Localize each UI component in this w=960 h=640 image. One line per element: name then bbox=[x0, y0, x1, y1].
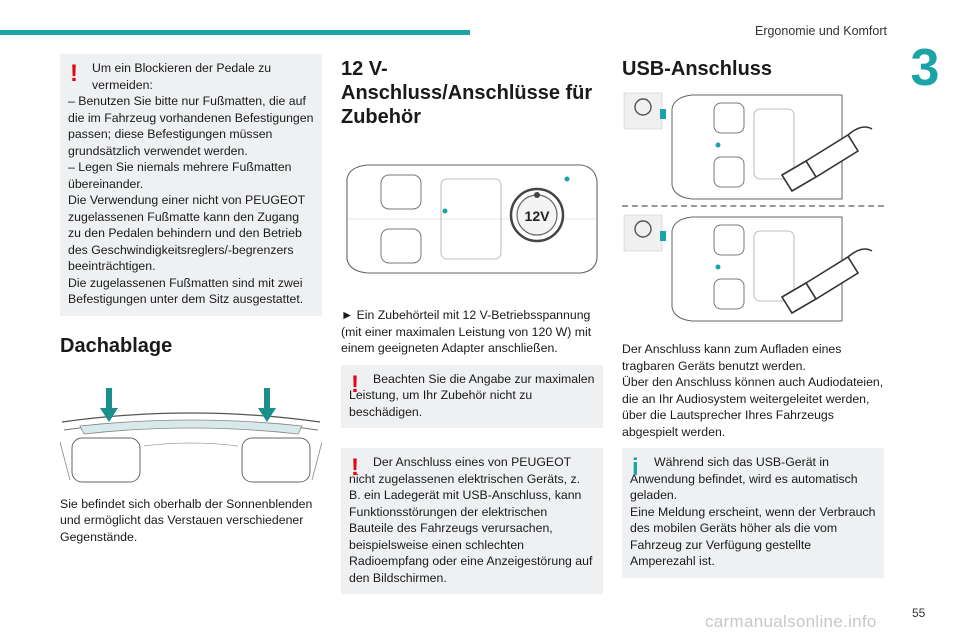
column-right: USB-Anschluss bbox=[622, 54, 884, 578]
usb-illustration-top bbox=[622, 89, 884, 201]
warning-text: Beachten Sie die Angabe zur maximalen Le… bbox=[349, 371, 595, 419]
page-number: 55 bbox=[912, 606, 926, 620]
column-middle: 12 V-Anschluss/Anschlüsse für Zubehör 12… bbox=[341, 54, 603, 594]
chapter-number: 3 bbox=[910, 39, 940, 97]
warning-icon: ! bbox=[351, 370, 359, 398]
usb-audio-text: Über den Anschluss können auch Audiodate… bbox=[622, 375, 884, 439]
warning-box-max-power: ! Beachten Sie die Angabe zur maximalen … bbox=[341, 364, 603, 428]
warning-line: vermeiden: bbox=[92, 77, 153, 92]
warning-line: – Legen Sie niemals mehrere Fußmatten üb… bbox=[68, 160, 292, 191]
usb-charge-text: Der Anschluss kann zum Aufladen eines tr… bbox=[622, 342, 842, 373]
info-box-usb: i Während sich das USB-Gerät in Anwendun… bbox=[622, 448, 884, 578]
info-text: Eine Meldung erscheint, wenn der Verbrau… bbox=[630, 504, 876, 569]
usb-illustration-bottom bbox=[622, 211, 884, 323]
warning-icon: ! bbox=[351, 454, 359, 481]
section-heading-12v: 12 V-Anschluss/Anschlüsse für Zubehör bbox=[341, 58, 593, 128]
section-heading-usb: USB-Anschluss bbox=[622, 58, 773, 80]
info-icon: i bbox=[632, 454, 639, 481]
warning-line: Die Verwendung einer nicht von PEUGEOT z… bbox=[68, 193, 305, 273]
column-left: ! Um ein Blockieren der Pedale zu vermei… bbox=[60, 54, 322, 545]
warning-line: – Benutzen Sie bitte nur Fußmatten, die … bbox=[68, 94, 314, 158]
warning-line: Um ein Blockieren der Pedale zu bbox=[92, 61, 272, 75]
warning-box-unapproved-device: ! Der Anschluss eines von PEUGEOT nicht … bbox=[341, 448, 603, 594]
roof-storage-text: Sie befindet sich oberhalb der Sonnenble… bbox=[60, 496, 313, 544]
info-text: Während sich das USB-Gerät in Anwendung … bbox=[630, 455, 858, 502]
dashed-divider bbox=[622, 205, 884, 207]
header-accent-bar bbox=[0, 30, 470, 35]
socket-12v-label: 12V bbox=[525, 208, 551, 224]
socket-12v-text: ► Ein Zubehörteil mit 12 V-Betriebsspann… bbox=[341, 308, 592, 355]
socket-12v-illustration: 12V bbox=[341, 159, 603, 277]
roof-storage-illustration bbox=[60, 384, 322, 484]
warning-icon: ! bbox=[70, 60, 78, 87]
warning-line: Die zugelassenen Fußmatten sind mit zwei… bbox=[68, 275, 304, 307]
section-heading-dachablage: Dachablage bbox=[60, 334, 173, 357]
chapter-title: Ergonomie und Komfort bbox=[754, 24, 887, 38]
warning-text: Der Anschluss eines von PEUGEOT nicht zu… bbox=[349, 455, 593, 585]
watermark: carmanualsonline.info bbox=[705, 612, 877, 631]
warning-box-floor-mats: ! Um ein Blockieren der Pedale zu vermei… bbox=[60, 54, 322, 316]
